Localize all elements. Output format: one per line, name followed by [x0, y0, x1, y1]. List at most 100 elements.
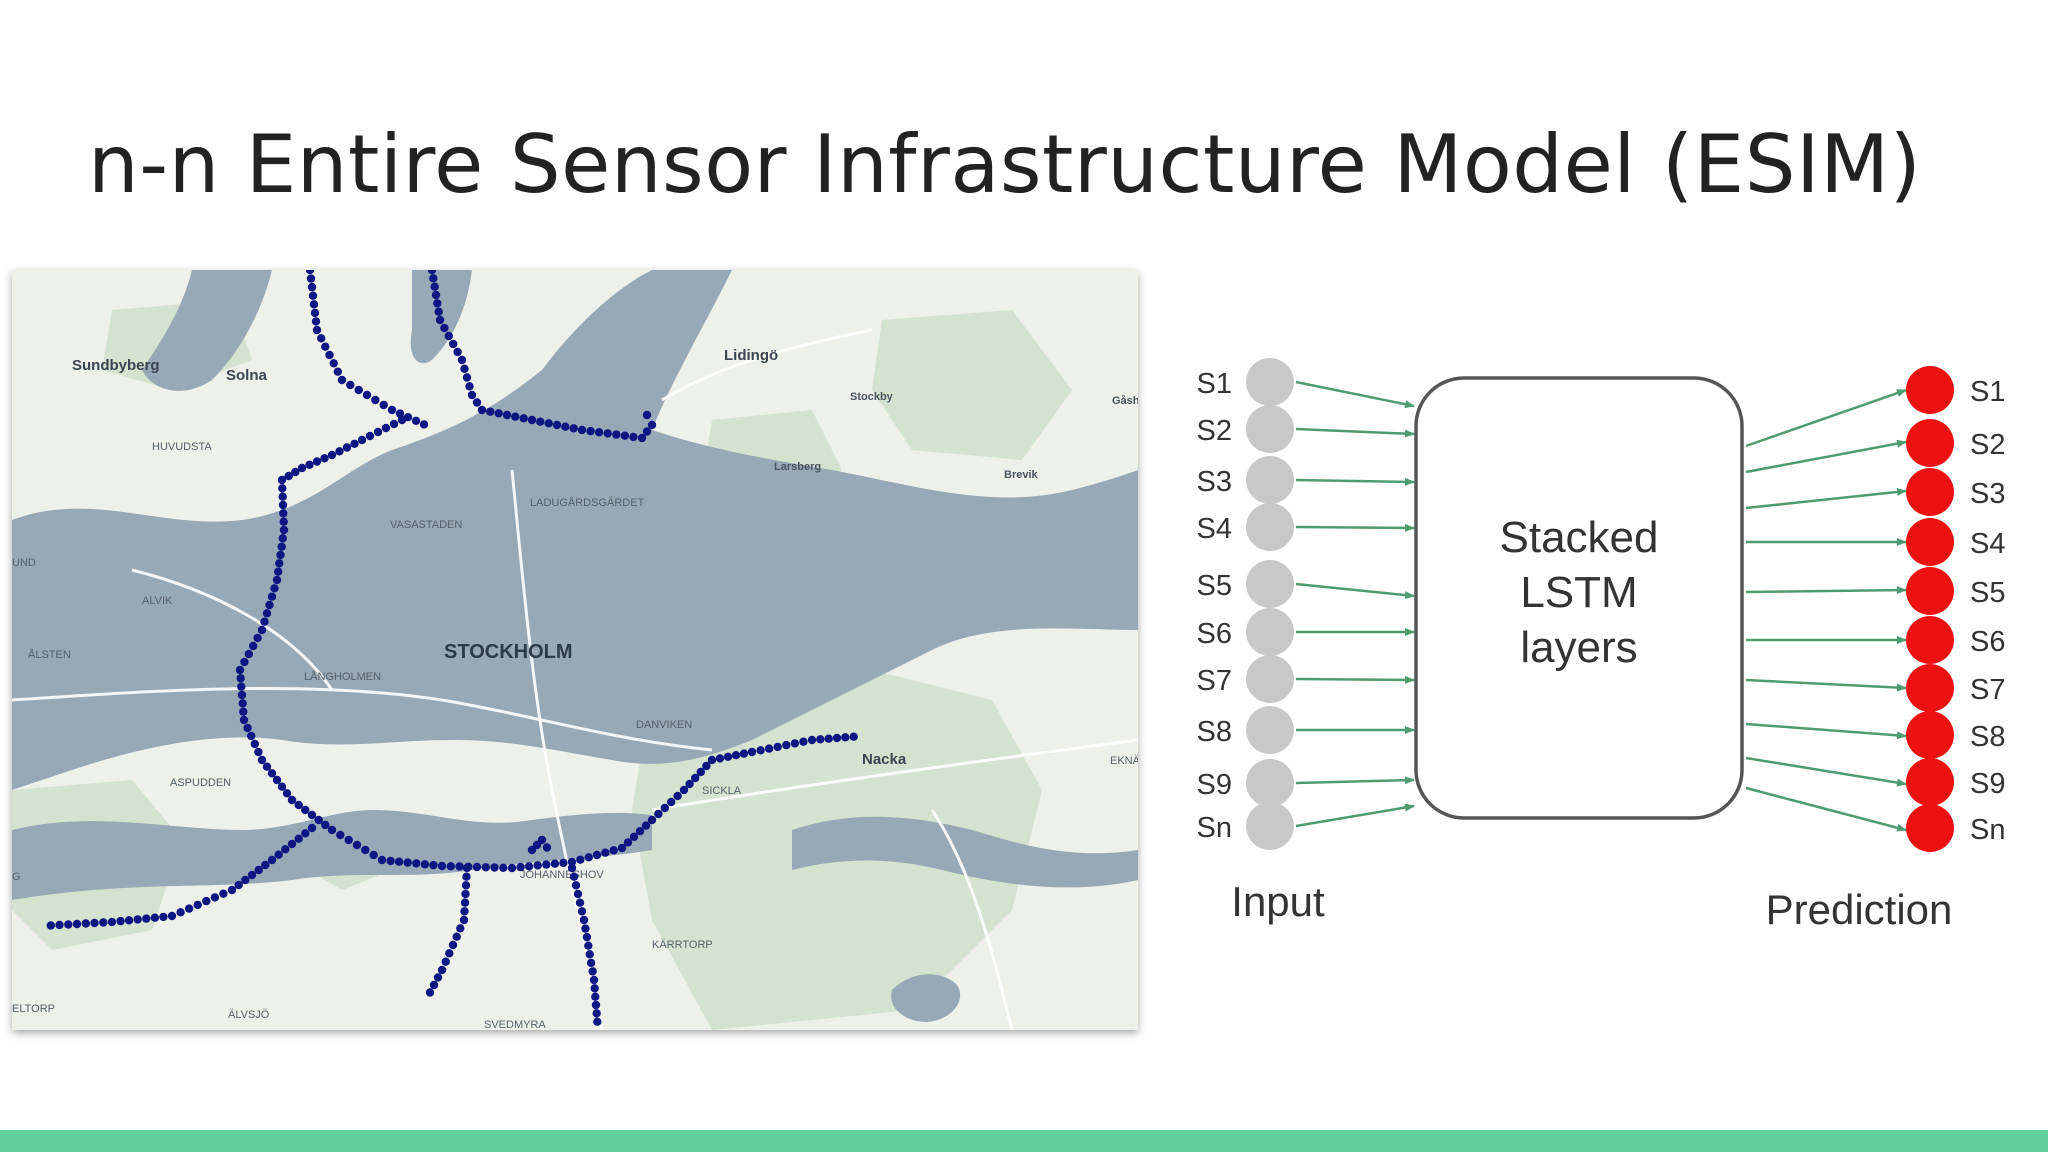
sensor-dot — [235, 665, 245, 675]
sensor-dot — [582, 932, 592, 942]
sensor-dot — [238, 699, 247, 708]
input-node-8 — [1246, 706, 1294, 754]
sensor-dot — [234, 880, 243, 890]
sensor-dot — [673, 791, 682, 801]
sensor-dot — [278, 484, 287, 493]
map-label-alvsjo: ÄLVSJÖ — [228, 1009, 270, 1021]
sensor-dot — [240, 657, 249, 667]
output-node-label: S3 — [1970, 478, 2005, 510]
sensor-dot — [594, 428, 604, 437]
water-body — [12, 270, 1138, 790]
sensor-dot — [309, 300, 319, 309]
sensor-dot — [99, 918, 108, 927]
map-label-und: UND — [12, 557, 36, 569]
sensor-dot — [486, 407, 495, 416]
sensor-dot — [569, 872, 579, 881]
sensor-dot — [702, 761, 711, 771]
sensor-dot — [294, 800, 303, 810]
sensor-dot — [437, 965, 447, 975]
sensor-dot — [279, 525, 289, 535]
sensor-dot — [590, 984, 599, 993]
sensor-dot — [841, 733, 850, 742]
sensor-dot — [524, 862, 534, 871]
water-inlet — [889, 520, 1043, 625]
sensor-dot — [373, 427, 383, 437]
output-arrow — [1745, 756, 1907, 787]
sensor-dot — [335, 447, 344, 456]
sensor-dot — [444, 331, 453, 341]
sensor-dot — [832, 733, 842, 743]
input-arrow — [1295, 523, 1415, 532]
sensor-dot — [276, 550, 285, 560]
sensor-dot — [457, 355, 467, 365]
sensor-dot — [584, 941, 593, 950]
sensor-dot — [609, 846, 618, 855]
output-arrow — [1745, 678, 1907, 692]
sensor-dot — [284, 471, 293, 481]
sensor-dot — [647, 815, 657, 825]
park-area — [872, 310, 1072, 460]
sensor-dot — [586, 958, 596, 968]
sensor-dot — [272, 775, 282, 785]
input-node-6 — [1246, 608, 1294, 656]
sensor-dot — [317, 334, 326, 343]
sensor-dot — [462, 872, 471, 881]
sensor-dot — [55, 920, 64, 930]
output-node-label: S8 — [1970, 721, 2005, 753]
sensor-dot — [262, 762, 272, 771]
sensor-dot — [260, 617, 269, 626]
sensor-dot — [427, 270, 437, 275]
sensor-dot — [519, 414, 528, 423]
output-node-8 — [1906, 711, 1954, 759]
sensor-dot — [202, 896, 211, 906]
map-label-solna: Solna — [226, 367, 267, 384]
sensor-dot — [601, 848, 610, 857]
sensor-dot — [411, 416, 421, 425]
sensor-dot — [272, 575, 282, 585]
map-label-stockholm: STOCKHOLM — [444, 641, 573, 663]
sensor-dot — [715, 754, 725, 763]
sensor-dot — [462, 863, 472, 873]
output-node-6 — [1906, 616, 1954, 664]
sensor-dot — [305, 460, 314, 469]
sensor-dot — [433, 973, 443, 982]
sensor-dot — [467, 390, 477, 400]
road — [930, 809, 1014, 1030]
sensor-dot — [64, 920, 73, 929]
map-label-sickla: SICKLA — [702, 785, 742, 797]
sensor-dot — [623, 838, 633, 847]
sensor-dot — [441, 957, 450, 966]
output-node-10 — [1906, 804, 1954, 852]
sensor-dot — [337, 375, 347, 385]
sensor-dot — [502, 410, 512, 420]
sensor-dot — [124, 916, 134, 925]
road — [12, 686, 713, 752]
road — [651, 738, 1138, 812]
prediction-label: Prediction — [1766, 886, 1953, 933]
sensor-locations — [46, 270, 858, 1026]
sensor-dot — [261, 860, 270, 870]
sensor-dot — [584, 853, 593, 862]
sensor-dot — [790, 739, 800, 748]
input-node-label: S7 — [1197, 665, 1232, 697]
sensor-dot — [747, 747, 757, 757]
sensor-dot — [465, 382, 474, 391]
sensor-dot — [275, 559, 284, 568]
sensor-dot — [807, 735, 817, 745]
sensor-dot — [167, 911, 177, 921]
sensor-dot — [336, 830, 345, 840]
output-node-label: S4 — [1970, 528, 2005, 560]
sensor-dot — [782, 740, 791, 750]
output-arrow — [1745, 786, 1907, 832]
sensor-dot — [210, 893, 220, 902]
output-arrow — [1745, 722, 1907, 740]
sensor-dot — [277, 542, 286, 551]
sensor-dot — [462, 373, 472, 382]
sensor-dot — [592, 1009, 601, 1018]
sensor-dot — [620, 431, 630, 440]
sensor-dot — [310, 308, 320, 318]
sensor-dot — [461, 889, 470, 899]
